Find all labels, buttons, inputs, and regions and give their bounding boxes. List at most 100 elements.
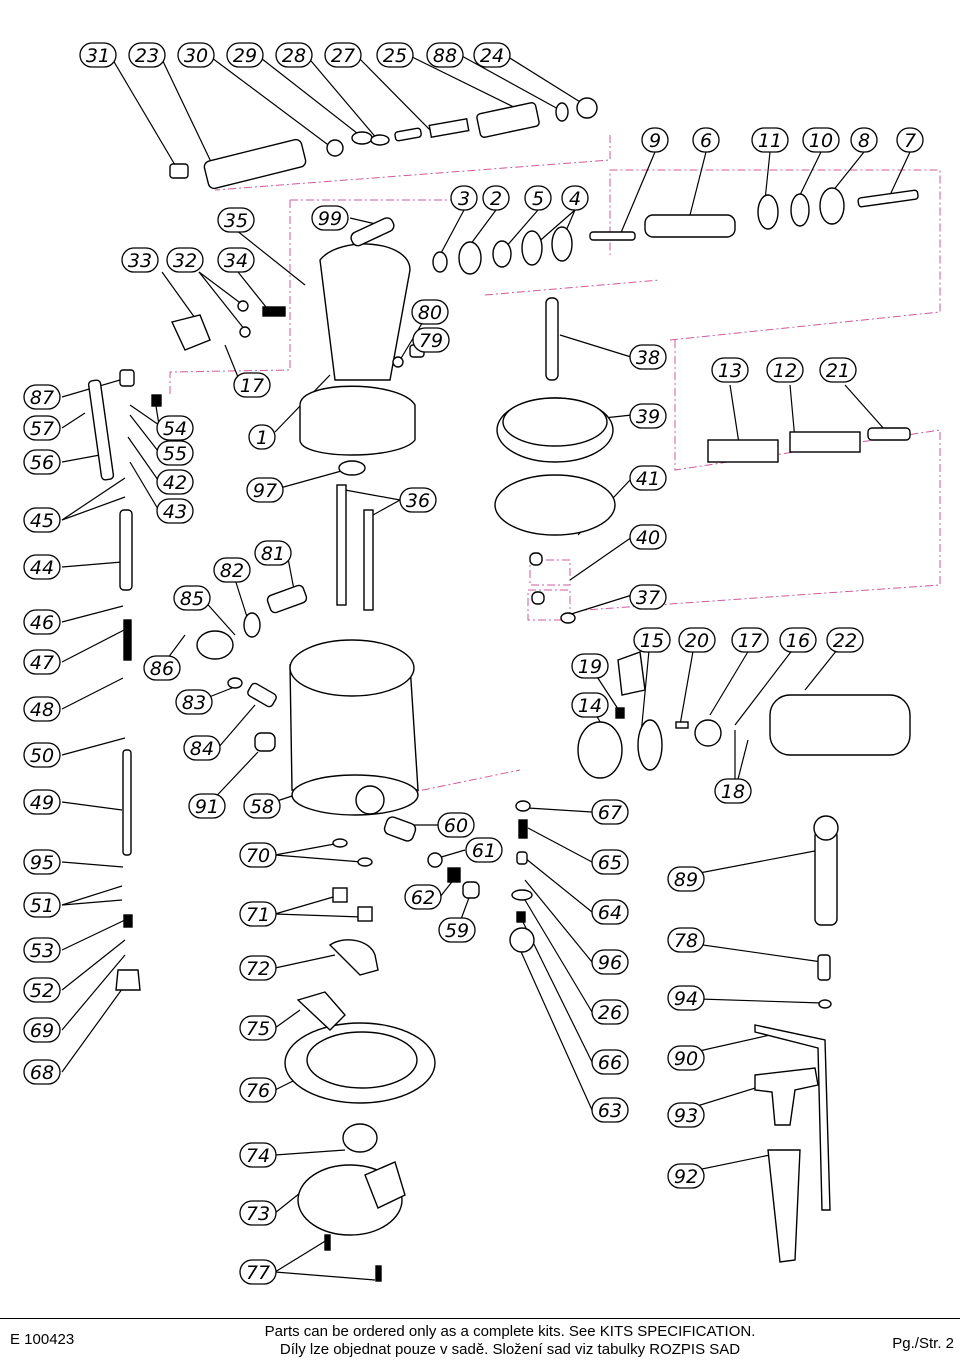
- part-label-86: 86: [143, 655, 181, 681]
- part-88-jaw-case: [476, 102, 540, 138]
- part-label-text: 68: [30, 1062, 54, 1084]
- part-16-plate: [694, 719, 722, 747]
- part-label-57: 57: [23, 415, 61, 441]
- part-label-oval: [524, 185, 552, 211]
- part-label-text: 77: [246, 1262, 270, 1284]
- part-label-oval: [667, 866, 705, 892]
- part-23-nosepiece: [203, 138, 307, 190]
- part-label-oval: [173, 585, 211, 611]
- part-label-oval: [376, 42, 414, 68]
- part-label-oval: [629, 465, 667, 491]
- part-label-text: 83: [182, 692, 206, 714]
- kit-note-english: Parts can be ordered only as a complete …: [264, 1323, 756, 1340]
- part-label-oval: [779, 627, 817, 653]
- part-label-oval: [711, 357, 749, 383]
- dashed-outlines: [169, 135, 941, 801]
- part-28-jaw-pusher: [370, 134, 390, 146]
- part-label-43: 43: [156, 498, 194, 524]
- part-label-text: 57: [30, 418, 54, 440]
- part-label-92: 92: [667, 1163, 705, 1189]
- part-label-74: 74: [239, 1142, 277, 1168]
- part-13-spring: [707, 439, 779, 463]
- part-label-80: 80: [411, 299, 449, 325]
- part-label-66: 66: [591, 1049, 629, 1075]
- part-label-27: 27: [324, 42, 362, 68]
- part-53-spring: [123, 914, 133, 928]
- exploded-parts-diagram: 3123302928272588249611108735993254333234…: [23, 42, 941, 1285]
- part-33-trigger-block: [171, 314, 211, 351]
- part-label-text: 32: [173, 250, 197, 272]
- part-label-19: 19: [571, 653, 609, 679]
- part-label-oval: [482, 185, 510, 211]
- part-label-text: 48: [30, 699, 54, 721]
- part-label-oval: [826, 627, 864, 653]
- part-label-text: 31: [86, 45, 110, 67]
- part-39-piston-top: [502, 397, 608, 447]
- part-label-oval: [23, 1017, 61, 1043]
- part-label-oval: [896, 127, 924, 153]
- part-label-oval: [591, 849, 629, 875]
- part-label-oval: [819, 357, 857, 383]
- part-label-oval: [571, 692, 609, 718]
- part-label-text: 87: [30, 387, 54, 409]
- part-label-99: 99: [311, 205, 349, 231]
- part-label-text: 76: [246, 1080, 270, 1102]
- part-label-text: 59: [445, 920, 469, 942]
- part-label-oval: [128, 42, 166, 68]
- part-label-31: 31: [79, 42, 117, 68]
- part-20-pin: [675, 721, 689, 729]
- part-label-58: 58: [243, 793, 281, 819]
- part-label-53: 53: [23, 937, 61, 963]
- part-label-text: 97: [253, 480, 277, 502]
- part-label-text: 95: [30, 852, 54, 874]
- part-label-text: 93: [674, 1105, 698, 1127]
- part-label-text: 15: [640, 630, 664, 652]
- part-label-70: 70: [239, 842, 277, 868]
- part-38-pin: [545, 297, 559, 381]
- part-label-65: 65: [591, 849, 629, 875]
- part-61-ball: [427, 852, 443, 868]
- part-72-hose-fitting: [328, 939, 379, 976]
- part-label-9: 9: [641, 127, 669, 153]
- part-label-oval: [591, 799, 629, 825]
- part-label-text: 4: [569, 188, 581, 210]
- part-label-oval: [591, 1097, 629, 1123]
- part-26-spring: [516, 911, 526, 923]
- part-label-oval: [239, 1077, 277, 1103]
- part-label-oval: [399, 487, 437, 513]
- part-label-63: 63: [591, 1097, 629, 1123]
- part-81-fitting: [266, 584, 308, 614]
- part-96-ring: [511, 889, 533, 901]
- part-label-text: 7: [904, 130, 916, 152]
- part-label-oval: [79, 42, 117, 68]
- part-label-oval: [465, 837, 503, 863]
- part-label-6: 6: [692, 127, 720, 153]
- part-5-ring: [492, 240, 512, 268]
- part-label-oval: [23, 554, 61, 580]
- part-label-text: 41: [636, 468, 660, 490]
- part-label-15: 15: [633, 627, 671, 653]
- part-label-text: 52: [30, 980, 54, 1002]
- part-label-text: 63: [598, 1100, 622, 1122]
- part-75-clip: [296, 991, 346, 1031]
- part-label-69: 69: [23, 1017, 61, 1043]
- part-label-text: 80: [418, 302, 442, 324]
- part-67-washer: [515, 800, 531, 812]
- part-label-18: 18: [714, 778, 752, 804]
- part-58-port: [355, 785, 385, 815]
- part-59-plug: [462, 881, 480, 899]
- part-1-handle: [319, 243, 411, 381]
- part-label-oval: [437, 812, 475, 838]
- part-label-text: 64: [598, 902, 622, 924]
- part-10-ring: [790, 193, 810, 227]
- part-label-85: 85: [173, 585, 211, 611]
- part-label-text: 66: [598, 1052, 622, 1074]
- part-58-cylinder-top: [289, 639, 415, 697]
- part-label-oval: [629, 584, 667, 610]
- part-label-oval: [23, 384, 61, 410]
- part-label-text: 21: [826, 360, 850, 382]
- part-37-cap: [531, 591, 545, 605]
- part-label-oval: [175, 689, 213, 715]
- part-label-oval: [629, 524, 667, 550]
- part-label-text: 35: [224, 210, 248, 232]
